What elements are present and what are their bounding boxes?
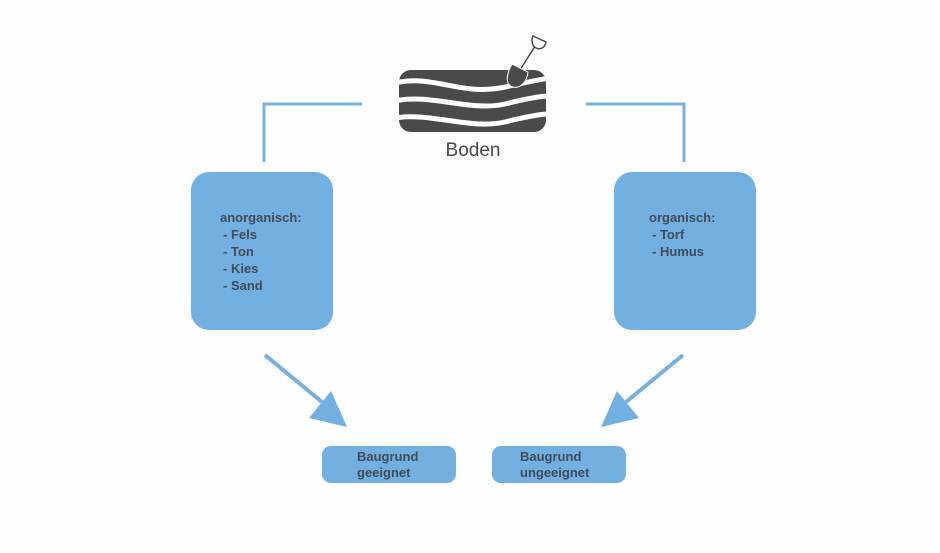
category-item: - Fels: [223, 227, 257, 242]
connector-boden-anorganisch: [262, 102, 362, 162]
root-label: Boden: [445, 140, 501, 161]
arrow-anorganisch-geeignet: [263, 353, 347, 427]
result-box-geeignet: Baugrund geeignet: [322, 446, 456, 483]
result-line: Baugrund: [520, 449, 582, 464]
category-item: - Ton: [223, 244, 254, 259]
category-item: - Sand: [223, 278, 263, 293]
connector-boden-organisch: [586, 102, 686, 162]
shovel-icon: [506, 35, 547, 88]
category-box-organisch: organisch: - Torf - Humus: [614, 172, 756, 330]
result-line: Baugrund: [357, 449, 419, 464]
result-line: geeignet: [357, 465, 411, 480]
arrow-organisch-ungeeignet: [601, 353, 685, 427]
category-item: - Kies: [223, 261, 259, 276]
result-line: ungeeignet: [520, 465, 590, 480]
result-box-ungeeignet: Baugrund ungeeignet: [492, 446, 626, 483]
category-title: organisch:: [649, 210, 716, 225]
category-item: - Torf: [652, 227, 685, 242]
soil-icon: [399, 35, 547, 132]
category-title: anorganisch:: [220, 210, 302, 225]
category-box-anorganisch: anorganisch: - Fels - Ton - Kies - Sand: [191, 172, 333, 330]
category-item: - Humus: [652, 244, 704, 259]
